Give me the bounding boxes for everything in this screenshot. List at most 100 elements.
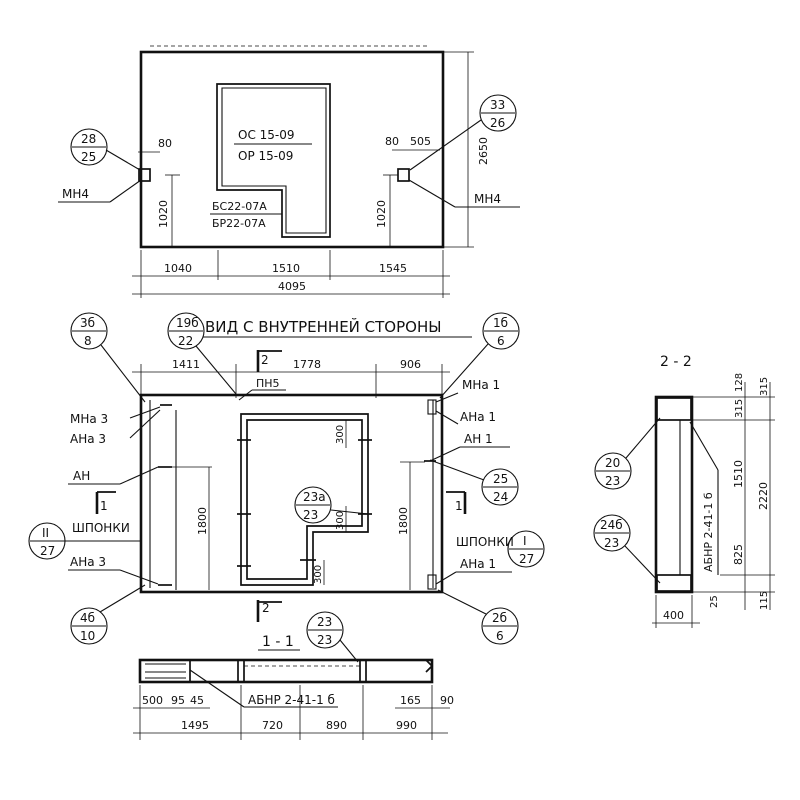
section-2-2-top-beam	[656, 397, 692, 421]
callout-sheet: 23	[605, 474, 620, 488]
callout-28-25: 28 25	[70, 128, 141, 171]
callout-leader	[100, 344, 146, 403]
callout-num: 23а	[303, 490, 326, 504]
label-leader	[689, 421, 719, 471]
dim-25: 25	[709, 595, 720, 608]
dim-2650: 2650	[477, 137, 490, 165]
callout-leader	[625, 417, 661, 459]
label-an: АН	[73, 469, 90, 483]
dim-500: 500	[142, 694, 163, 707]
dim-890: 890	[326, 719, 347, 732]
callout-sheet: 25	[81, 150, 96, 164]
callout-num: 25	[493, 472, 508, 486]
section-2-2-title: 2 - 2	[660, 354, 692, 370]
dim-80-right: 80	[385, 135, 399, 148]
callout-num: 2б	[492, 611, 507, 625]
callout-num: 28	[81, 132, 96, 146]
callout-circle	[70, 312, 108, 350]
callout-sheet: 24	[493, 490, 508, 504]
callout-num: 4б	[80, 611, 95, 625]
callout-4b-10: 4б 10	[70, 584, 146, 645]
dim-720: 720	[262, 719, 283, 732]
section-1-1-left-hatch	[140, 659, 191, 683]
callout-sheet: 23	[303, 508, 318, 522]
callout-sheet: 8	[84, 334, 92, 348]
callout-20-23: 20 23	[594, 417, 661, 490]
section-1-left-label: 1	[100, 499, 108, 513]
dim-90: 90	[440, 694, 454, 707]
top-view: ОС 15-09 ОР 15-09 БС22-07А БР22-07А 28 2…	[58, 45, 520, 298]
section-2-2-bottom-beam	[656, 574, 692, 592]
section-1-right-label: 1	[455, 499, 463, 513]
right-profile-bottom	[427, 574, 437, 590]
callout-sheet: 6	[497, 334, 505, 348]
callout-I-27: I 27	[507, 530, 545, 568]
callout-circle	[593, 514, 631, 552]
right-embed-label: МН4	[474, 192, 501, 206]
callout-num: 1б	[493, 316, 508, 330]
callout-num: 33	[490, 98, 505, 112]
label-leader	[189, 669, 245, 708]
callout-sheet: 6	[496, 629, 504, 643]
dim-990: 990	[396, 719, 417, 732]
dim-128: 128	[734, 373, 745, 392]
callout-sheet: 27	[519, 552, 534, 566]
callout-num: 20	[605, 456, 620, 470]
callout-23-23: 23 23	[306, 611, 359, 663]
dim-95: 95	[171, 694, 185, 707]
dim-300-mid: 300	[335, 511, 346, 530]
label-ana1-top: АНа 1	[460, 410, 496, 424]
callout-circle	[481, 607, 519, 645]
section-2-top-label: 2	[261, 353, 269, 367]
callout-circle	[594, 452, 632, 490]
label-shponki-left: ШПОНКИ	[72, 521, 130, 535]
left-embed-mn4	[138, 168, 151, 182]
callout-circle	[70, 128, 108, 166]
dim-1495: 1495	[181, 719, 209, 732]
callout-circle	[482, 312, 520, 350]
dim-1510: 1510	[272, 262, 300, 275]
ana3-bot-leader	[119, 569, 159, 585]
dim-400: 400	[663, 609, 684, 622]
inner-slab-outline	[139, 393, 444, 594]
top-mark-top: ОС 15-09	[238, 128, 295, 142]
section-2-bottom-label: 2	[262, 601, 270, 615]
dim-2220: 2220	[757, 482, 770, 510]
callout-circle	[479, 94, 517, 132]
section-1-1-title: 1 - 1	[262, 634, 294, 650]
callout-leader	[409, 119, 482, 171]
callout-sheet: 23	[317, 633, 332, 647]
dim-315-outer: 315	[759, 377, 770, 396]
top-submark-top: БС22-07А	[212, 200, 267, 213]
callout-leader	[330, 509, 369, 515]
label-ana3-bottom: АНа 3	[70, 555, 106, 569]
callout-19b-22: 19б 22	[167, 312, 237, 395]
callout-circle	[167, 312, 205, 350]
callout-num: 19б	[176, 316, 199, 330]
dim-45: 45	[190, 694, 204, 707]
callout-leader	[429, 459, 485, 481]
right-profile-top	[427, 399, 437, 415]
top-mark-bottom: ОР 15-09	[238, 149, 293, 163]
callout-circle	[306, 611, 344, 649]
callout-sheet: 27	[40, 544, 55, 558]
dim-4095: 4095	[278, 280, 306, 293]
callout-23a-23: 23а 23	[294, 486, 369, 524]
callout-num: 23	[317, 615, 332, 629]
section-1-1-profile	[138, 658, 434, 684]
callout-II-27: II 27	[28, 522, 140, 560]
ana3-leader	[129, 409, 161, 439]
top-opening	[216, 83, 331, 238]
callout-sheet: 23	[604, 536, 619, 550]
callout-2b-6: 2б 6	[437, 589, 519, 645]
inner-view: ВИД С ВНУТРЕННЕЙ СТОРОНЫ 300 300 300 23а	[28, 312, 545, 645]
callout-circle	[294, 486, 332, 524]
inner-opening-outer	[240, 413, 369, 586]
callout-leader	[624, 545, 661, 584]
section-1-1-label: АБНР 2-41-1 б	[248, 693, 335, 707]
section-2-2-label: АБНР 2-41-1 б	[702, 492, 715, 572]
callout-3b-8: 3б 8	[70, 312, 146, 403]
callout-leader	[99, 584, 146, 613]
dim-505: 505	[410, 135, 431, 148]
